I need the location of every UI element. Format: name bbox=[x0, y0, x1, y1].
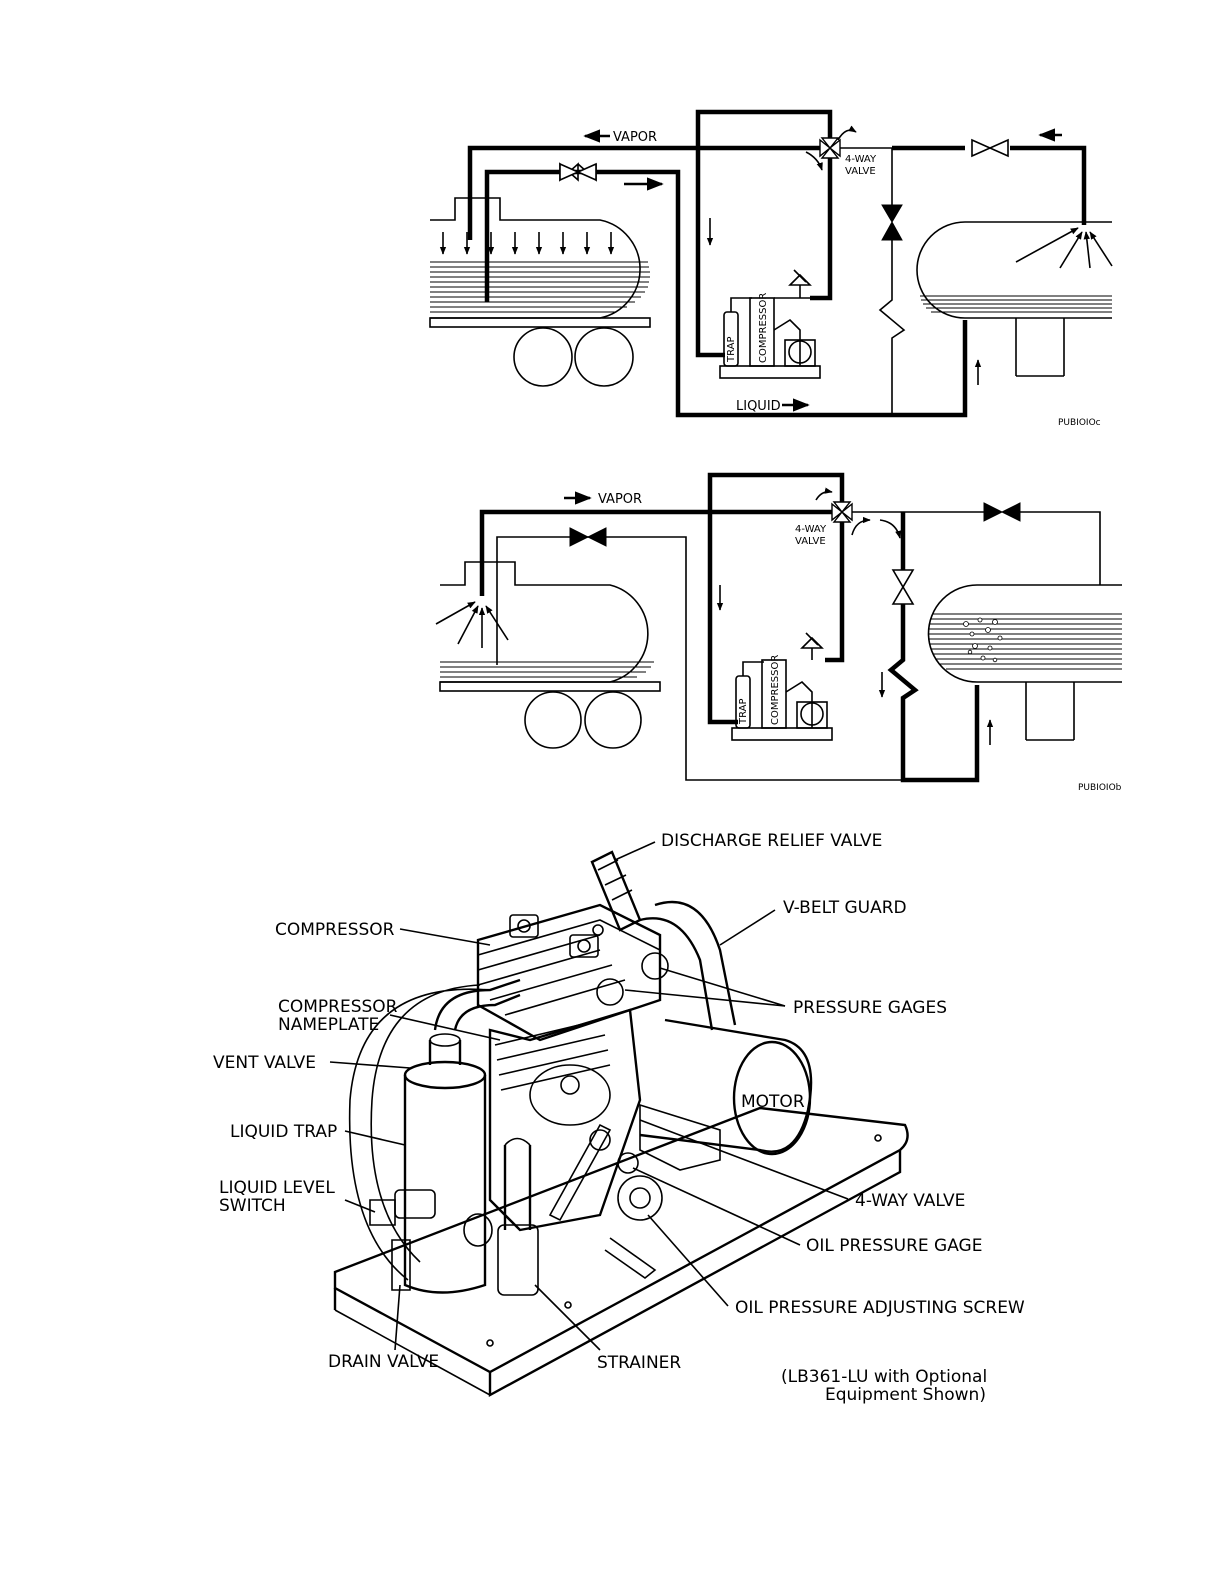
compressor-label: COMPRESSOR bbox=[758, 293, 769, 363]
wheel bbox=[513, 327, 573, 387]
callout-liquid-trap: LIQUID TRAP bbox=[230, 1122, 337, 1142]
liquid-dip-line bbox=[484, 169, 968, 418]
compressor-unit-2: TRAP COMPRESSOR bbox=[731, 632, 833, 741]
wheel bbox=[524, 691, 582, 749]
callout-discharge-relief-valve: DISCHARGE RELIEF VALVE bbox=[661, 831, 882, 851]
callout-compressor-nameplate-1: COMPRESSOR bbox=[278, 997, 398, 1017]
globe-valve-4 bbox=[569, 527, 607, 547]
liquid-trap bbox=[369, 978, 521, 1294]
bubbles bbox=[963, 617, 1003, 663]
note-line-1: (LB361-LU with Optional bbox=[781, 1367, 987, 1387]
pressure-gages bbox=[596, 952, 669, 1174]
trap-label-2: TRAP bbox=[738, 698, 749, 725]
diagram-recovery: VAPOR TRAP COMPRESSOR 4-WAY bbox=[435, 472, 1122, 793]
valve-label-line1: 4-WAY bbox=[845, 154, 877, 165]
callout-v-belt-guard: V-BELT GUARD bbox=[783, 898, 907, 918]
compressor-body bbox=[488, 1008, 663, 1279]
figure-code-1: PUBIOIOc bbox=[1058, 418, 1101, 428]
callout-liquid-level-switch-2: SWITCH bbox=[219, 1196, 286, 1216]
base-plate bbox=[333, 1106, 909, 1398]
storage-tank-2 bbox=[927, 584, 1122, 741]
vapor-line bbox=[467, 145, 820, 240]
four-way-valve-1: 4-WAY VALVE bbox=[805, 125, 877, 177]
valve-label-line2: VALVE bbox=[845, 166, 876, 177]
wheel bbox=[584, 691, 642, 749]
globe-valve-3 bbox=[881, 204, 903, 241]
diagram-unloading: VAPOR TRAP COMPRESSOR bbox=[429, 109, 1113, 428]
callout-vent-valve: VENT VALVE bbox=[213, 1053, 316, 1073]
callout-drain-valve: DRAIN VALVE bbox=[328, 1352, 439, 1372]
compressor-head bbox=[476, 903, 662, 1042]
compressor-loop bbox=[695, 109, 833, 358]
callout-pressure-gages: PRESSURE GAGES bbox=[793, 998, 947, 1018]
callout-strainer: STRAINER bbox=[597, 1353, 681, 1373]
v-belt-guard bbox=[639, 900, 737, 1031]
compressor-unit-1: TRAP COMPRESSOR bbox=[719, 269, 821, 379]
strainer bbox=[463, 1137, 539, 1296]
callout-oil-pressure-adjusting-screw: OIL PRESSURE ADJUSTING SCREW bbox=[735, 1298, 1025, 1318]
compressor-label-2: COMPRESSOR bbox=[770, 655, 781, 725]
four-way-valve-2: 4-WAY VALVE bbox=[795, 487, 902, 547]
valve-label-2-line1: 4-WAY bbox=[795, 524, 827, 535]
callout-4-way-valve: 4-WAY VALVE bbox=[855, 1191, 965, 1211]
vapor-label: VAPOR bbox=[613, 130, 657, 145]
callout-compressor: COMPRESSOR bbox=[275, 920, 395, 940]
liquid-label: LIQUID bbox=[736, 399, 781, 414]
callout-oil-pressure-gage: OIL PRESSURE GAGE bbox=[806, 1236, 982, 1256]
vapor-label-2: VAPOR bbox=[598, 492, 642, 507]
gate-valve-6 bbox=[891, 569, 915, 605]
callout-compressor-nameplate-2: NAMEPLATE bbox=[278, 1015, 379, 1035]
valve-label-2-line2: VALVE bbox=[795, 536, 826, 547]
gate-valve-2 bbox=[971, 138, 1009, 158]
leader-lines bbox=[329, 841, 849, 1351]
callout-labels: DISCHARGE RELIEF VALVE V-BELT GUARD COMP… bbox=[213, 831, 1025, 1405]
liquid-level-hatch bbox=[430, 261, 650, 313]
callout-liquid-level-switch-1: LIQUID LEVEL bbox=[219, 1178, 335, 1198]
storage-tank-1 bbox=[916, 221, 1113, 377]
motor: MOTOR bbox=[639, 1018, 813, 1171]
figure-code-2: PUBIOIOb bbox=[1078, 783, 1122, 793]
discharge-relief-valve bbox=[590, 850, 642, 932]
note-line-2: Equipment Shown) bbox=[825, 1385, 986, 1405]
wheel bbox=[574, 327, 634, 387]
motor-label: MOTOR bbox=[741, 1092, 805, 1112]
compressor-assembly-illustration: MOTOR bbox=[333, 850, 909, 1398]
tank-truck-1 bbox=[429, 197, 651, 387]
trap-label: TRAP bbox=[726, 336, 737, 363]
gate-valve-1 bbox=[559, 162, 597, 182]
tank-truck-2 bbox=[435, 561, 661, 749]
vapor-down-arrows bbox=[439, 232, 615, 255]
globe-valve-5 bbox=[983, 502, 1021, 522]
